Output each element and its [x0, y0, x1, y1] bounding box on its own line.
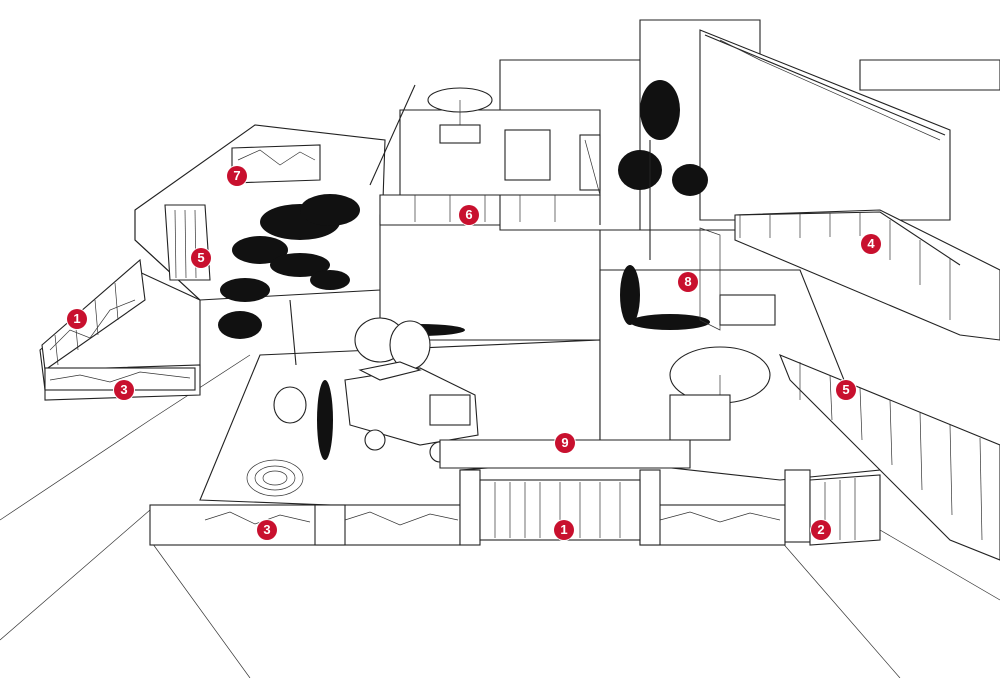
- patio-seating: [669, 227, 776, 441]
- marker-1-left-fence: 1: [67, 309, 87, 329]
- marker-3-front-fence: 3: [257, 520, 277, 540]
- site-boundary: [0, 354, 1000, 678]
- front-fence: [149, 504, 786, 546]
- gate-canopy: [439, 439, 691, 469]
- stair-railing: [779, 353, 1000, 561]
- screen-wall: [231, 144, 321, 184]
- marker-8-trellis-screen: 8: [678, 272, 698, 292]
- marker-5-left-gate: 5: [191, 248, 211, 268]
- left-gate: [164, 204, 211, 281]
- right-terrace: [734, 209, 1000, 341]
- foliage: [218, 80, 710, 460]
- marker-9-gate-canopy: 9: [555, 433, 575, 453]
- side-gate: [784, 469, 881, 546]
- marker-1-main-gate: 1: [554, 520, 574, 540]
- roof-terrace-railing: [369, 84, 601, 225]
- marker-2-side-gate: 2: [811, 520, 831, 540]
- marker-6-roof-terrace: 6: [459, 205, 479, 225]
- marker-7-screen-wall: 7: [227, 166, 247, 186]
- landscape-stones: [246, 317, 431, 497]
- marker-5-stair-railing: 5: [836, 380, 856, 400]
- marker-3-left-railing: 3: [114, 380, 134, 400]
- marker-4-rear-railing: 4: [861, 234, 881, 254]
- house-block: [379, 19, 1000, 341]
